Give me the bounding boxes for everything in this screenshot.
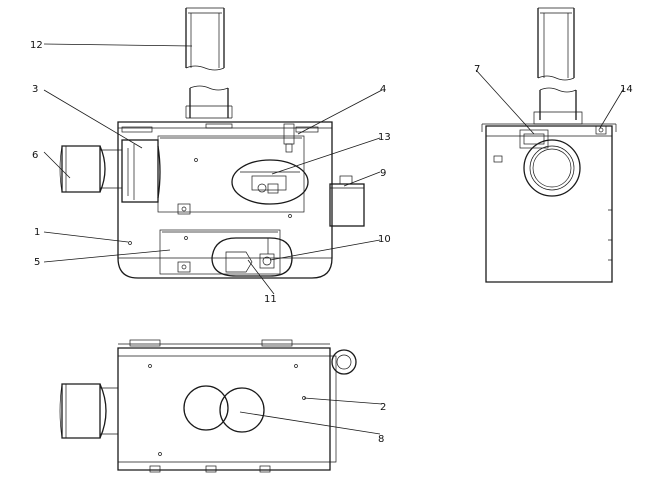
side-handle — [595, 125, 607, 135]
callout-1: 1 — [34, 227, 40, 238]
callout-12: 12 — [30, 40, 43, 51]
callout-10: 10 — [378, 234, 391, 245]
side-neck — [533, 87, 583, 125]
fan-inlet — [59, 145, 122, 193]
hinge — [177, 203, 191, 215]
callout-8: 8 — [378, 434, 384, 445]
callout-14: 14 — [620, 84, 633, 95]
leader-lines — [43, 43, 625, 435]
fan-housing — [121, 139, 161, 203]
callout-labels: 12 3 6 1 5 4 13 9 10 11 7 14 2 8 — [30, 40, 633, 445]
callout-2: 2 — [380, 402, 386, 413]
top-body-outline — [117, 347, 331, 471]
callout-6: 6 — [32, 150, 38, 161]
exhaust-neck — [185, 85, 233, 129]
hinge-lower — [177, 261, 191, 273]
side-fuel-cap — [519, 129, 549, 149]
callout-13: 13 — [378, 132, 391, 143]
callout-4: 4 — [380, 84, 386, 95]
callout-5: 5 — [34, 257, 40, 268]
exhaust-pipe — [185, 7, 225, 71]
upper-door — [157, 135, 305, 213]
top-ports — [183, 385, 265, 433]
front-view — [59, 7, 365, 279]
callout-7: 7 — [474, 64, 480, 75]
callout-9: 9 — [380, 168, 386, 179]
top-fuel-cap — [331, 349, 357, 375]
callout-11: 11 — [264, 294, 277, 305]
side-fan — [523, 139, 581, 197]
lower-door — [159, 229, 281, 275]
fuel-tank — [329, 175, 365, 227]
latch — [283, 123, 295, 153]
lower-burner — [211, 237, 293, 277]
side-body-outline — [485, 125, 613, 283]
burner-housing — [231, 159, 309, 205]
callout-3: 3 — [32, 84, 38, 95]
side-view — [481, 7, 617, 283]
top-view — [59, 339, 357, 473]
front-body-outline — [117, 121, 333, 279]
side-exhaust-pipe — [537, 7, 575, 81]
top-inlet — [59, 383, 118, 439]
